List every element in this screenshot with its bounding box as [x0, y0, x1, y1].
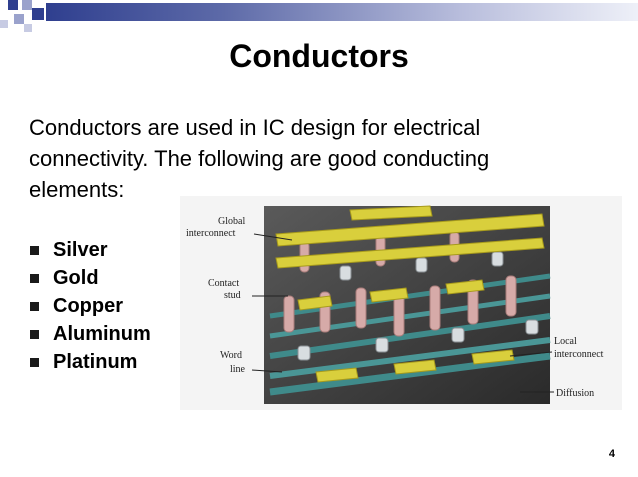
word-line-wire	[270, 356, 550, 392]
decor-square	[32, 8, 44, 20]
word-line-wire	[270, 316, 550, 356]
figure-label: line	[230, 364, 246, 375]
local-interconnect-wire	[472, 350, 514, 364]
decor-square	[0, 20, 8, 28]
list-item-label: Platinum	[53, 351, 138, 373]
list-item-label: Silver	[53, 239, 108, 261]
figure-label: stud	[224, 290, 241, 301]
square-bullet-icon	[30, 245, 39, 255]
silver-stud	[416, 258, 427, 272]
figure-label: Contact	[208, 278, 239, 289]
local-interconnect-wire	[446, 280, 484, 294]
local-interconnect-wire	[370, 288, 408, 302]
square-bullet-icon	[30, 357, 39, 367]
local-interconnect-wire	[316, 368, 358, 382]
header-gradient-bar	[46, 3, 638, 21]
figure-label: interconnect	[186, 228, 236, 239]
intro-line: connectivity. The following are good con…	[29, 146, 490, 171]
figure-label: Global	[218, 216, 245, 227]
list-item-label: Copper	[53, 295, 123, 317]
micrograph-contents	[270, 206, 550, 392]
contact-stud	[284, 296, 294, 332]
word-line-wire	[270, 276, 550, 316]
silver-stud	[452, 328, 464, 342]
slide-header-decoration	[0, 0, 638, 36]
figure-label: Local	[554, 336, 577, 347]
local-interconnect-wire	[394, 360, 436, 374]
decor-square	[24, 24, 32, 32]
slide-title: Conductors	[229, 38, 409, 74]
silver-stud	[526, 320, 538, 334]
decor-square	[22, 0, 32, 10]
leader-line	[509, 351, 553, 357]
square-bullet-icon	[30, 301, 39, 311]
list-item: Gold	[30, 264, 151, 292]
square-bullet-icon	[30, 273, 39, 283]
list-item-label: Gold	[53, 267, 99, 289]
leader-line	[253, 233, 293, 241]
contact-stud	[356, 288, 366, 328]
page-number: 4	[608, 448, 615, 460]
global-interconnect-wire	[276, 238, 544, 268]
figure-label: interconnect	[554, 349, 604, 360]
list-item: Silver	[30, 236, 151, 264]
list-item: Copper	[30, 292, 151, 320]
intro-line: elements:	[29, 177, 125, 202]
list-item: Platinum	[30, 348, 151, 376]
word-line-wire	[270, 340, 550, 376]
silver-stud	[376, 338, 388, 352]
square-bullet-icon	[30, 329, 39, 339]
contact-stud	[506, 276, 516, 316]
intro-text: Conductors are used in IC design for ele…	[29, 112, 609, 205]
list-item-label: Aluminum	[53, 323, 151, 345]
decor-square	[14, 14, 24, 24]
leader-line	[251, 369, 283, 373]
figure-label: Word	[220, 350, 242, 361]
global-interconnect-wire	[276, 214, 544, 246]
intro-line: Conductors are used in IC design for ele…	[29, 115, 481, 140]
silver-stud	[298, 346, 310, 360]
conductor-list: Silver Gold Copper Aluminum Platinum	[30, 236, 151, 376]
decor-square	[8, 0, 18, 10]
global-interconnect-wire	[350, 206, 432, 220]
silver-stud	[340, 266, 351, 280]
figure-label: Diffusion	[556, 388, 594, 399]
ic-interconnect-micrograph: Global interconnect Contact stud Word li…	[180, 196, 622, 410]
silver-stud	[492, 252, 503, 266]
word-line-wire	[270, 296, 550, 336]
contact-stud	[430, 286, 440, 330]
local-interconnect-wire	[298, 296, 332, 310]
list-item: Aluminum	[30, 320, 151, 348]
